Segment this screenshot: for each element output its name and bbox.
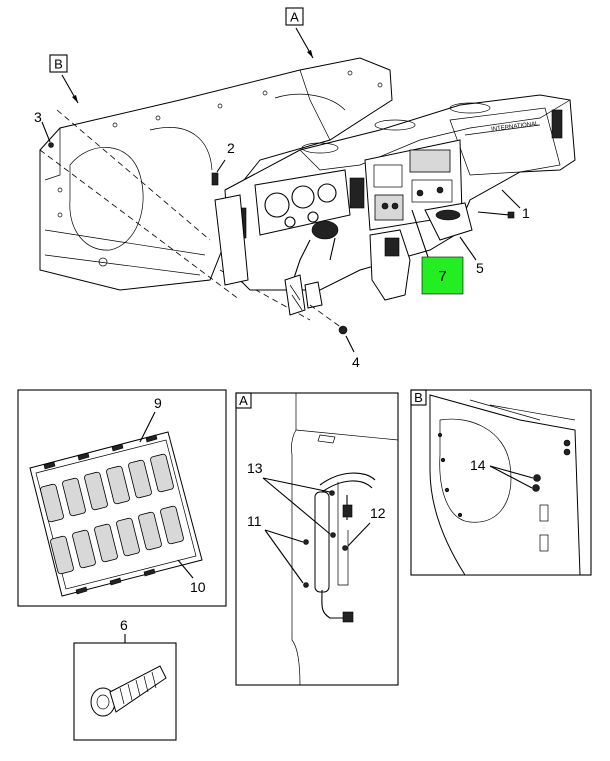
switch-row-bottom xyxy=(50,505,184,575)
callout-6: 6 xyxy=(120,617,128,633)
callout-5: 5 xyxy=(476,260,484,276)
callout-10: 10 xyxy=(190,579,206,595)
switch-row-top xyxy=(40,453,174,523)
callout-12: 12 xyxy=(370,505,386,521)
detail-a-frame xyxy=(235,392,399,686)
callout-11: 11 xyxy=(247,513,262,529)
detail-a: A 13 11 12 xyxy=(235,392,399,686)
view-a-tag: A xyxy=(285,7,314,59)
callout-7: 7 xyxy=(438,268,446,285)
callout-4: 4 xyxy=(352,354,360,370)
callout-3: 3 xyxy=(34,109,42,125)
callout-13: 13 xyxy=(247,460,263,476)
screw-2: 2 xyxy=(211,140,235,186)
callout-9: 9 xyxy=(154,395,162,411)
view-a-tag-text: A xyxy=(290,10,299,25)
main-assembly-view: A B xyxy=(34,7,576,370)
highlight-box xyxy=(421,256,464,295)
callout-14: 14 xyxy=(470,457,486,473)
detail-b: B 14 xyxy=(410,389,592,576)
screw-frame xyxy=(73,642,177,741)
detail-a-label: A xyxy=(239,393,248,408)
dash-brand-logo: INTERNATIONAL xyxy=(491,121,540,133)
nut-4: 4 xyxy=(309,304,360,370)
callout-1: 1 xyxy=(522,205,530,221)
view-b-tag: B xyxy=(49,54,79,104)
dashboard-assembly: INTERNATIONAL xyxy=(214,94,576,316)
switch-panel-frame xyxy=(17,389,227,607)
switch-panel-detail: 9 10 xyxy=(17,389,227,607)
detail-b-label: B xyxy=(414,390,423,405)
highlighted-callout-7[interactable]: 7 xyxy=(411,209,464,295)
callout-2: 2 xyxy=(227,140,235,156)
view-b-tag-text: B xyxy=(54,57,63,72)
screw-detail: 6 xyxy=(73,617,177,741)
